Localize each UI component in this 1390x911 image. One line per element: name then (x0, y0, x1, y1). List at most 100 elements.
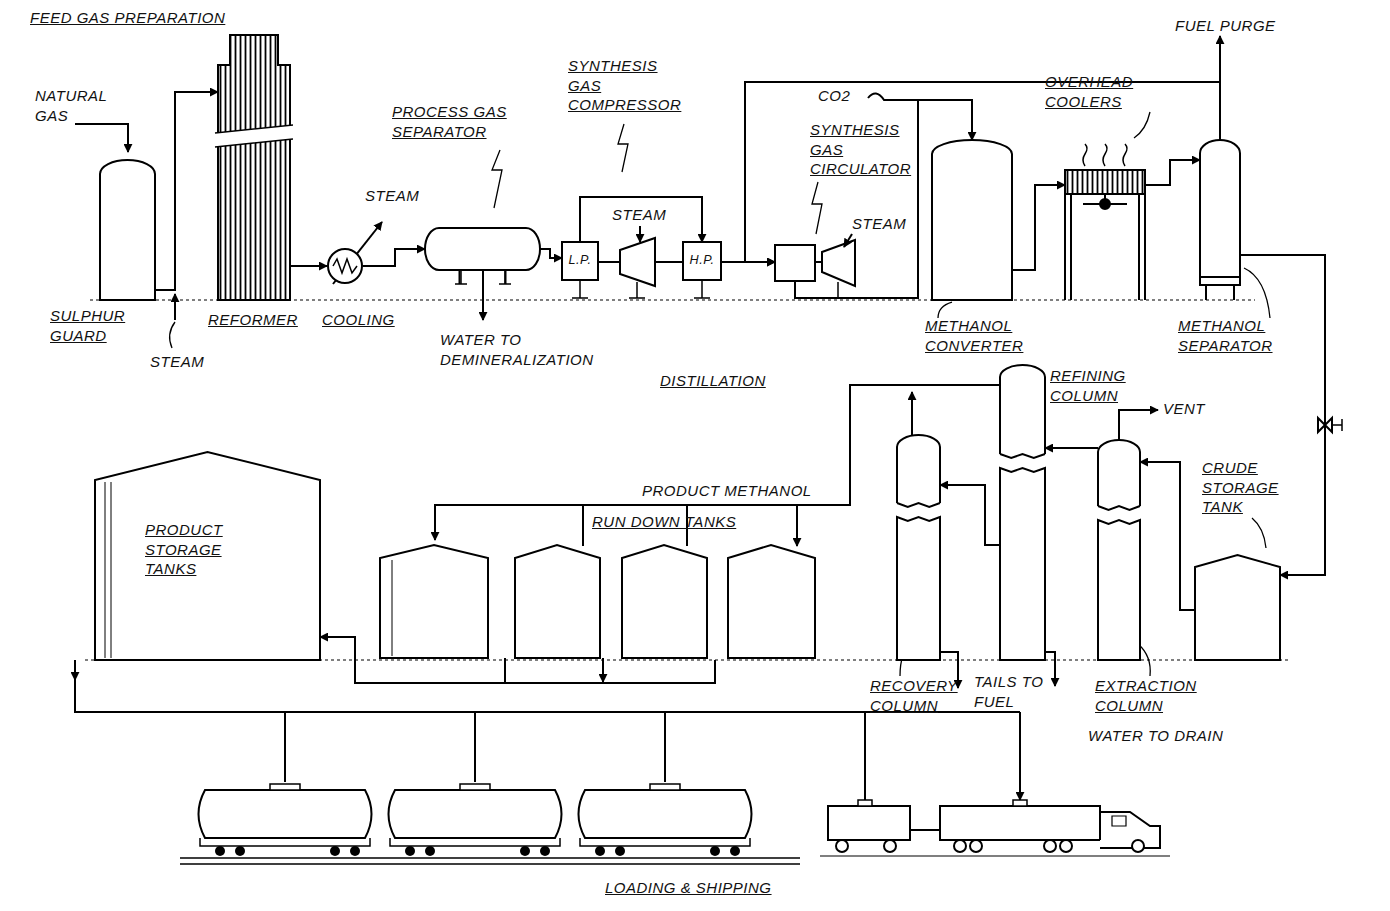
equipment-unit: SULPHUR GUARD (100, 160, 155, 300)
drawing-stroke (405, 846, 415, 856)
drawing-stroke (911, 392, 913, 435)
drawing-stroke (75, 36, 1342, 864)
drawing-stroke (932, 140, 1012, 300)
drawing-stroke (683, 242, 721, 280)
equipment-label: H.P. (683, 252, 721, 268)
drawing-stroke (897, 517, 940, 660)
drawing-stroke (455, 270, 511, 284)
equipment-unit: METHANOL SEPARATOR (1200, 140, 1240, 285)
stream-label: CO2 (818, 86, 858, 106)
drawing-stroke (710, 846, 720, 856)
drawing-stroke (100, 160, 155, 300)
equipment-outline (380, 540, 817, 660)
flow-line (320, 637, 715, 683)
stream-label: NATURAL GAS (35, 86, 115, 125)
stream-label: STEAM (150, 352, 220, 372)
equipment-unit: OVERHEAD COOLERS (1065, 170, 1145, 300)
drawing-stroke (215, 846, 225, 856)
drawing-stroke (515, 545, 600, 658)
drawing-stroke (95, 452, 320, 660)
equipment-outline (1195, 555, 1280, 660)
drawing-stroke (1134, 112, 1150, 138)
drawing-stroke (328, 249, 362, 283)
flow-line (363, 249, 425, 266)
equipment-unit: H.P. (683, 242, 721, 280)
drawing-stroke (540, 846, 550, 856)
drawing-stroke (938, 302, 952, 318)
drawing-stroke (910, 812, 1160, 848)
drawing-stroke (884, 840, 896, 852)
equipment-label: RECOVERY COLUMN (870, 676, 965, 715)
stream-label: FEED GAS PREPARATION (30, 8, 290, 28)
drawing-stroke (1252, 518, 1266, 548)
drawing-stroke (1098, 440, 1140, 506)
drawing-stroke (730, 846, 740, 856)
stream-label: TAILS TO FUEL (974, 672, 1046, 711)
drawing-stroke (858, 800, 1027, 806)
equipment-unit: PRODUCT STORAGE TANKS (95, 452, 320, 660)
drawing-stroke (235, 846, 245, 856)
drawing-stroke (822, 240, 855, 286)
drawing-stroke (174, 294, 176, 320)
flow-line (1240, 255, 1325, 575)
drawing-stroke (1060, 840, 1072, 852)
equipment-unit: RECOVERY COLUMN (897, 435, 940, 660)
stream-label: STEAM (852, 214, 912, 234)
drawing-stroke (180, 858, 800, 864)
drawing-stroke (74, 668, 76, 680)
drawing-stroke (460, 270, 506, 284)
drawing-stroke (1083, 144, 1127, 166)
drawing-stroke (579, 790, 752, 838)
equipment-label: REFORMER (208, 310, 318, 330)
drawing-stroke (218, 35, 290, 300)
equipment-unit: RUN DOWN TANKS (380, 540, 817, 660)
drawing-stroke (620, 238, 655, 286)
stream-label: LOADING & SHIPPING (605, 878, 825, 898)
drawing-stroke (389, 790, 562, 838)
drawing-stroke (505, 676, 603, 682)
drawing-stroke (572, 280, 710, 298)
drawing-stroke (595, 846, 605, 856)
drawing-stroke (1045, 652, 1055, 686)
drawing-stroke (728, 545, 815, 658)
stream-label: WATER TO DRAIN (1088, 726, 1258, 746)
drawing-stroke (954, 840, 966, 852)
equipment-label: SULPHUR GUARD (50, 306, 140, 345)
equipment-unit: CRUDE STORAGE TANK (1195, 555, 1280, 660)
drawing-stroke (199, 790, 372, 838)
drawing-stroke (505, 658, 603, 683)
drawing-stroke (520, 846, 530, 856)
drawing-stroke (583, 505, 797, 546)
flow-line (1012, 185, 1065, 270)
stream-label: STEAM (365, 186, 435, 206)
equipment-outline (775, 245, 815, 281)
drawing-stroke (1000, 454, 1045, 458)
drawing-stroke (392, 560, 393, 656)
drawing-stroke (615, 846, 625, 856)
drawing-stroke (200, 838, 750, 846)
equipment-unit: SYNTHESIS GAS CIRCULATOR (775, 245, 815, 281)
drawing-stroke (270, 784, 680, 790)
equipment-unit: COOLING (327, 248, 363, 284)
flow-line (1045, 447, 1098, 449)
drawing-stroke (333, 259, 357, 273)
drawing-stroke (1132, 840, 1144, 852)
drawing-stroke (775, 245, 815, 281)
drawing-stroke (795, 281, 838, 298)
drawing-stroke (812, 182, 822, 234)
drawing-stroke (1098, 520, 1140, 660)
flow-line (1145, 160, 1200, 185)
drawing-stroke (1112, 816, 1126, 826)
equipment-outline (425, 228, 540, 270)
drawing-stroke (1044, 840, 1056, 852)
drawing-stroke (820, 855, 1170, 856)
equipment-label: SYNTHESIS GAS CIRCULATOR (810, 120, 910, 179)
drawing-stroke (215, 125, 293, 147)
equipment-unit: METHANOL CONVERTER (932, 140, 1012, 300)
equipment-outline (327, 248, 363, 284)
equipment-outline (1000, 365, 1045, 660)
stream-label: SYNTHESIS GAS COMPRESSOR (568, 56, 678, 115)
drawing-stroke (836, 840, 848, 852)
flow-line (580, 197, 702, 242)
